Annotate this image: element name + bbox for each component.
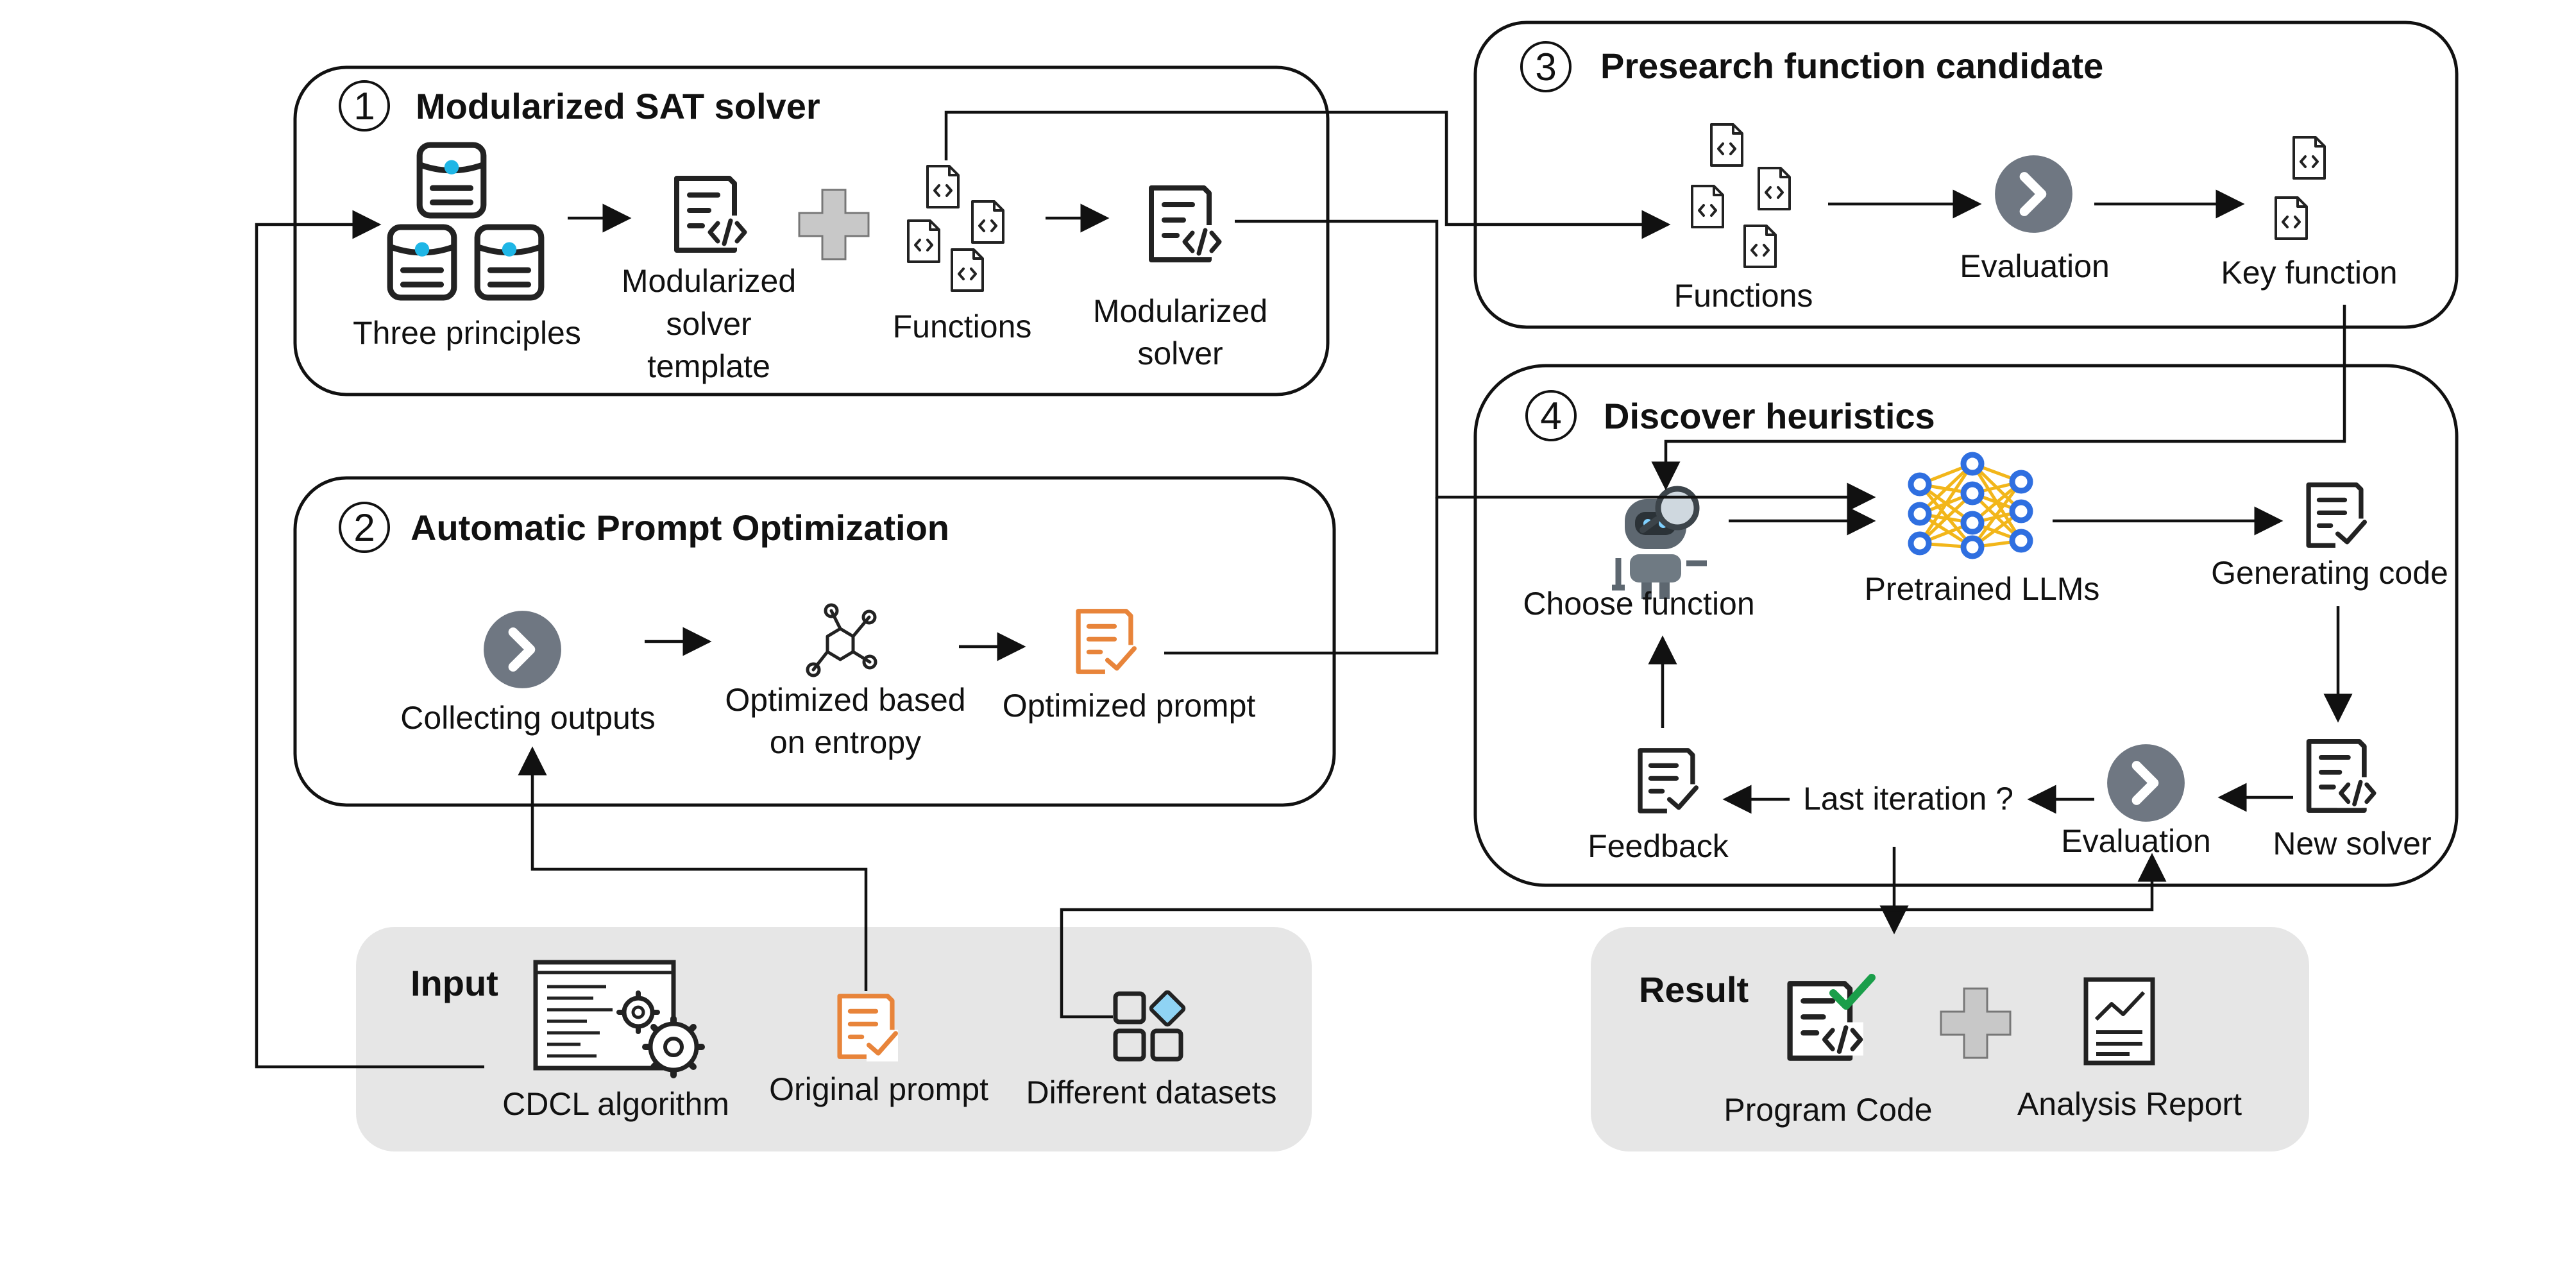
grid-squares-icon [1113,990,1186,1062]
panel-presearch-function-candidate [1473,21,2459,329]
panel-1-header: 1 Modularized SAT solver [339,80,820,132]
different-datasets-label: Different datasets [1026,1075,1277,1110]
panel-2-header: 2 Automatic Prompt Optimization [339,502,949,553]
program-code-icon [1790,974,1876,1058]
panel-4-header: 4 Discover heuristics [1525,390,1935,441]
key-function-label: Key function [2221,255,2397,291]
template-label-line3: template [647,348,770,384]
pretrained-llms-label: Pretrained LLMs [1865,571,2100,607]
p3-functions-label: Functions [1674,278,1813,314]
modularized-solver-label-line1: Modularized [1093,293,1267,329]
original-prompt-checklist-icon [840,996,898,1062]
feedback-label: Feedback [1588,828,1729,864]
panel-automatic-prompt-optimization [293,476,1336,807]
p3-evaluation-icon [1995,155,2072,233]
p4-evaluation-icon [2107,744,2185,822]
p4-evaluation-label: Evaluation [2061,823,2211,859]
functions-label: Functions [893,309,1032,344]
panel-3-title: Presearch function candidate [1600,46,2103,86]
panel-2-title: Automatic Prompt Optimization [411,507,949,548]
template-label-line1: Modularized [622,263,796,299]
template-label-line2: solver [666,306,751,342]
original-prompt-label: Original prompt [769,1071,988,1107]
new-solver-label: New solver [2273,826,2431,862]
modularized-solver-icon [1151,188,1222,260]
p3-evaluation-label: Evaluation [1960,248,2110,284]
last-iteration-label: Last iteration ? [1803,781,2013,817]
panel-4-number: 4 [1540,395,1561,438]
optimized-entropy-label-line1: Optimized based [725,682,965,718]
three-principles-label: Three principles [353,315,581,351]
panel-3-header: 3 Presearch function candidate [1520,41,2103,92]
collecting-outputs-label: Collecting outputs [400,700,655,736]
collecting-outputs-icon [484,611,561,688]
line-chart-report-icon [2083,977,2155,1066]
generating-code-checklist-icon [2309,485,2367,550]
panel-4-title: Discover heuristics [1604,396,1935,436]
feedback-checklist-icon [1640,751,1699,816]
result-title: Result [1639,969,1749,1010]
panel-1-title: Modularized SAT solver [416,86,820,126]
program-code-label: Program Code [1724,1092,1932,1128]
optimized-entropy-label-line2: on entropy [770,724,921,760]
optimized-prompt-label: Optimized prompt [1003,688,1256,724]
cdcl-algorithm-label: CDCL algorithm [502,1086,729,1122]
panel-input [356,927,1312,1151]
panel-1-number: 1 [353,85,375,128]
code-document-icon [677,178,747,250]
modularized-solver-label-line2: solver [1137,336,1223,371]
connectors [255,110,2353,1069]
molecule-network-icon [806,603,877,677]
analysis-report-label: Analysis Report [2017,1086,2242,1122]
generating-code-label: Generating code [2211,555,2448,591]
new-solver-icon [2309,742,2377,810]
panel-discover-heuristics [1473,364,2459,887]
input-title: Input [411,963,498,1003]
choose-function-label: Choose function [1523,586,1754,622]
code-window-gears-icon [533,960,705,1078]
optimized-prompt-checklist-icon [1078,611,1137,677]
panel-2-number: 2 [353,506,375,549]
panel-3-number: 3 [1535,46,1556,89]
neural-network-icon [1908,452,2033,559]
